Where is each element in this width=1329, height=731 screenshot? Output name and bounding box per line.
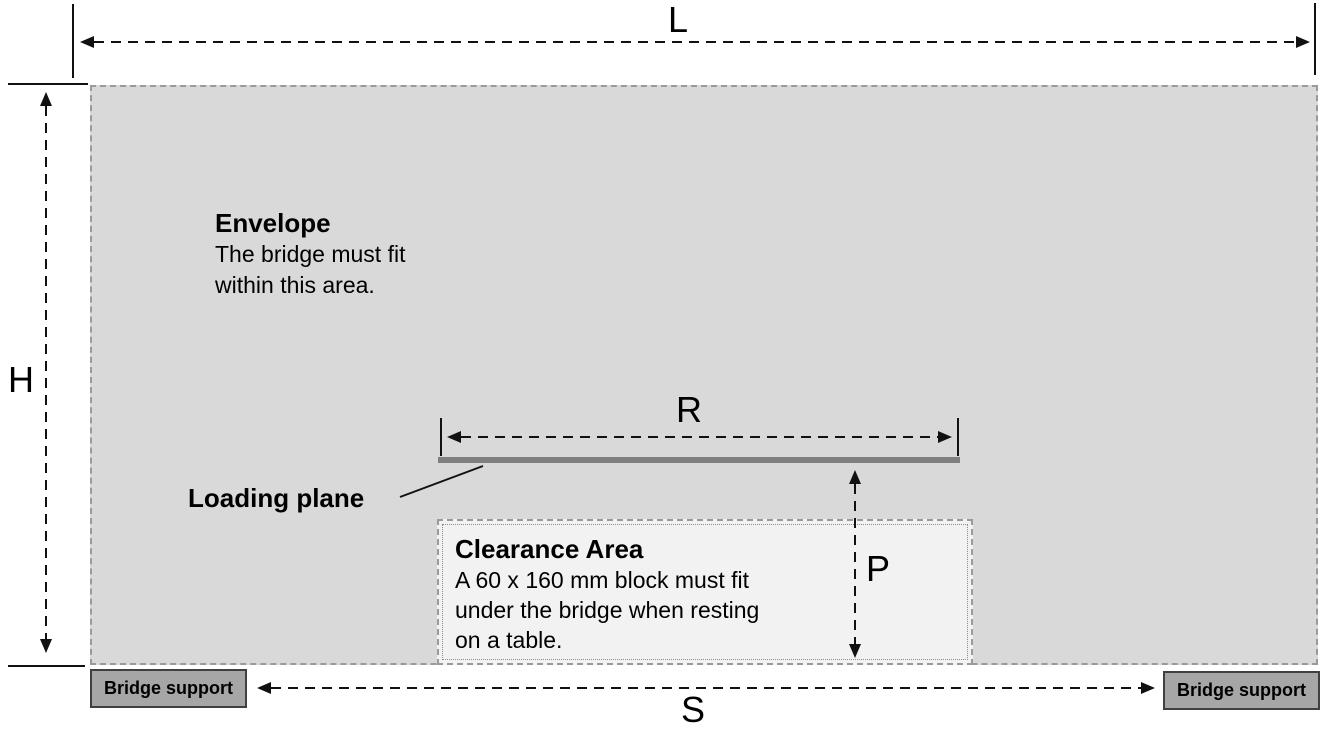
dimension-label-R: R <box>676 389 702 430</box>
bridge-support-right-label: Bridge support <box>1177 680 1306 700</box>
l-dimension-left-arrowhead <box>80 36 94 48</box>
clearance-description-line1: A 60 x 160 mm block must fit <box>455 567 750 593</box>
h-dimension-top-arrowhead <box>40 92 52 106</box>
clearance-text-block: Clearance Area A 60 x 160 mm block must … <box>455 533 759 655</box>
loading-plane-label: Loading plane <box>188 483 365 513</box>
s-dimension-right-arrowhead <box>1141 682 1155 694</box>
clearance-description-line3: on a table. <box>455 627 563 653</box>
dimension-label-L: L <box>668 0 689 40</box>
clearance-description-line2: under the bridge when resting <box>455 597 760 623</box>
dimension-label-S: S <box>681 689 706 730</box>
bridge-support-right: Bridge support <box>1163 671 1320 710</box>
dimension-label-P: P <box>866 548 891 589</box>
clearance-title: Clearance Area <box>455 534 644 564</box>
h-dimension-bottom-arrowhead <box>40 639 52 653</box>
loading-plane-bar <box>438 457 960 463</box>
envelope-description-line2: within this area. <box>215 272 375 298</box>
l-dimension-right-arrowhead <box>1296 36 1310 48</box>
s-dimension-left-arrowhead <box>257 682 271 694</box>
bridge-support-left-label: Bridge support <box>104 678 233 698</box>
dimension-label-H: H <box>8 359 34 400</box>
envelope-description-line1: The bridge must fit <box>215 241 406 267</box>
envelope-text-block: Envelope The bridge must fit within this… <box>215 207 405 301</box>
bridge-support-left: Bridge support <box>90 669 247 708</box>
envelope-title: Envelope <box>215 208 331 238</box>
clearance-area: Clearance Area A 60 x 160 mm block must … <box>437 519 973 665</box>
